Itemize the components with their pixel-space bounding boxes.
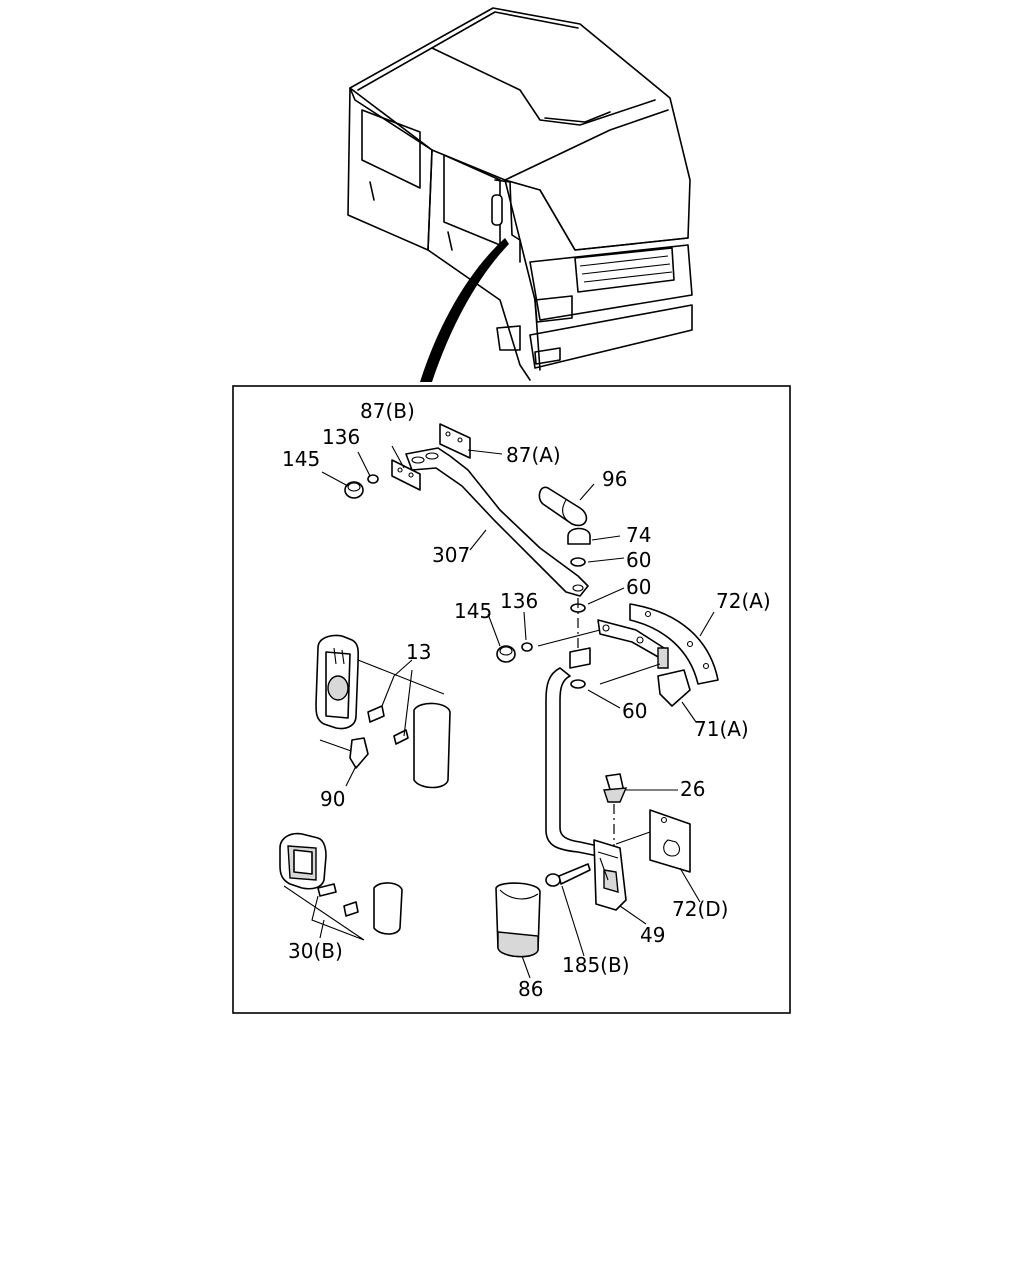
label-30b: 30(B)	[288, 939, 343, 963]
label-72a: 72(A)	[716, 589, 771, 613]
part-136-washer-lower	[521, 642, 533, 652]
label-145-lower: 145	[454, 599, 492, 623]
detail-frame	[232, 385, 791, 1014]
part-72a-panel	[629, 603, 719, 685]
label-60-second: 60	[626, 575, 651, 599]
label-13: 13	[406, 640, 431, 664]
label-71a: 71(A)	[694, 717, 749, 741]
label-87b: 87(B)	[360, 399, 415, 423]
part-13-mirror-assembly	[315, 634, 451, 789]
part-136-washer-upper	[367, 474, 379, 484]
label-60-first: 60	[626, 548, 651, 572]
part-87b-bracket	[391, 459, 421, 491]
part-30b-mirror-assembly	[279, 832, 403, 941]
part-49-bracket	[593, 839, 627, 911]
label-74: 74	[626, 523, 651, 547]
part-307-stay	[405, 447, 589, 597]
part-96-cap	[538, 486, 588, 527]
label-60-third: 60	[622, 699, 647, 723]
label-307: 307	[432, 543, 470, 567]
part-185b-bolt	[545, 863, 591, 887]
part-labels: 87(B) 136 145 87(A) 96 307 74 60 60 145 …	[282, 399, 771, 1001]
part-71a-knuckle	[599, 647, 691, 707]
label-136-lower: 136	[500, 589, 538, 613]
part-26-clip	[603, 773, 628, 803]
label-86: 86	[518, 977, 543, 1001]
label-26: 26	[680, 777, 705, 801]
part-60-washer-3	[570, 679, 586, 689]
part-60-washer-1	[570, 557, 586, 567]
leader-lines	[319, 445, 715, 979]
part-145-nut-upper	[344, 481, 364, 499]
part-87a-bracket	[439, 423, 471, 459]
label-96: 96	[602, 467, 627, 491]
label-136-upper: 136	[322, 425, 360, 449]
label-49: 49	[640, 923, 665, 947]
part-mirror-stay-tube	[545, 619, 665, 857]
part-72d-plate	[649, 809, 691, 873]
label-87a: 87(A)	[506, 443, 561, 467]
label-185b: 185(B)	[562, 953, 630, 977]
label-72d: 72(D)	[672, 897, 728, 921]
label-90: 90	[320, 787, 345, 811]
part-86-cover	[495, 882, 541, 958]
part-74-cap-nut	[567, 527, 591, 545]
callout-pointer	[420, 238, 509, 382]
part-145-nut-lower	[496, 645, 516, 663]
truck-cab-illustration	[347, 7, 693, 381]
label-145-upper: 145	[282, 447, 320, 471]
